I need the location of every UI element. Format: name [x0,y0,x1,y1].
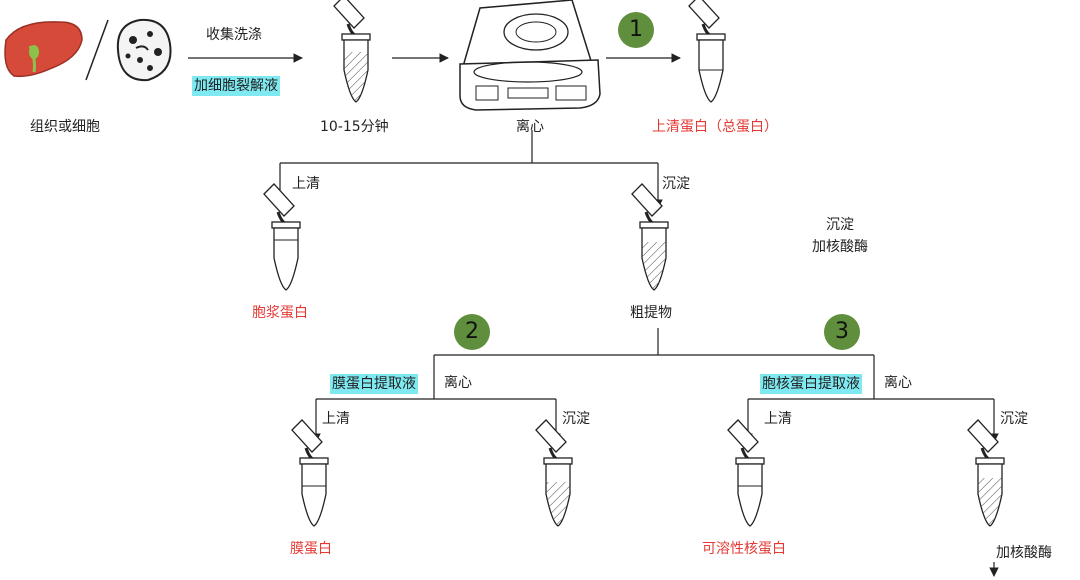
centrifuge-icon [459,0,601,111]
tube-total-protein [687,0,727,104]
label-branch-supernatant: 上清 [292,176,320,192]
label-sub-precipitate-2: 沉淀 [1000,411,1028,427]
label-tissue-or-cell: 组织或细胞 [30,119,100,135]
label-branch-precipitate: 沉淀 [662,176,690,192]
label-precip-note-1: 沉淀 [826,217,854,233]
tube-membrane-pellet [534,418,574,528]
tube-lysis [332,0,372,104]
label-crude-extract: 粗提物 [630,305,672,321]
liver-icon [4,21,83,78]
tube-cytoplasmic [262,182,302,292]
tube-membrane [290,418,330,528]
label-add-nuclease-end: 加核酸酶 [996,545,1052,561]
label-precip-note-2: 加核酸酶 [812,239,868,255]
step-badge-3: 3 [824,314,860,350]
cell-icon [116,18,172,82]
label-sub-supernatant-1: 上清 [322,411,350,427]
divider-slash [85,19,109,81]
label-lysis-buffer: 加细胞裂解液 [192,76,280,96]
label-soluble-nuclear-protein: 可溶性核蛋白 [702,541,786,557]
tube-nuclear-pellet [966,418,1006,528]
label-membrane-buffer: 膜蛋白提取液 [330,374,418,394]
label-centrifuge-2: 离心 [444,375,472,391]
label-collect-wash: 收集洗涤 [206,27,262,43]
label-sub-precipitate-1: 沉淀 [562,411,590,427]
label-nuclear-buffer: 胞核蛋白提取液 [760,374,862,394]
label-total-protein: 上清蛋白（总蛋白） [652,119,778,135]
label-time: 10-15分钟 [320,119,389,135]
label-membrane-protein: 膜蛋白 [290,541,332,557]
step-badge-1: 1 [618,12,654,48]
tube-crude [630,182,670,292]
step-badge-2: 2 [454,314,490,350]
label-centrifuge-3: 离心 [884,375,912,391]
label-cytoplasmic-protein: 胞浆蛋白 [252,305,308,321]
label-centrifuge: 离心 [516,119,544,135]
label-sub-supernatant-2: 上清 [764,411,792,427]
tube-soluble-nuclear [726,418,766,528]
